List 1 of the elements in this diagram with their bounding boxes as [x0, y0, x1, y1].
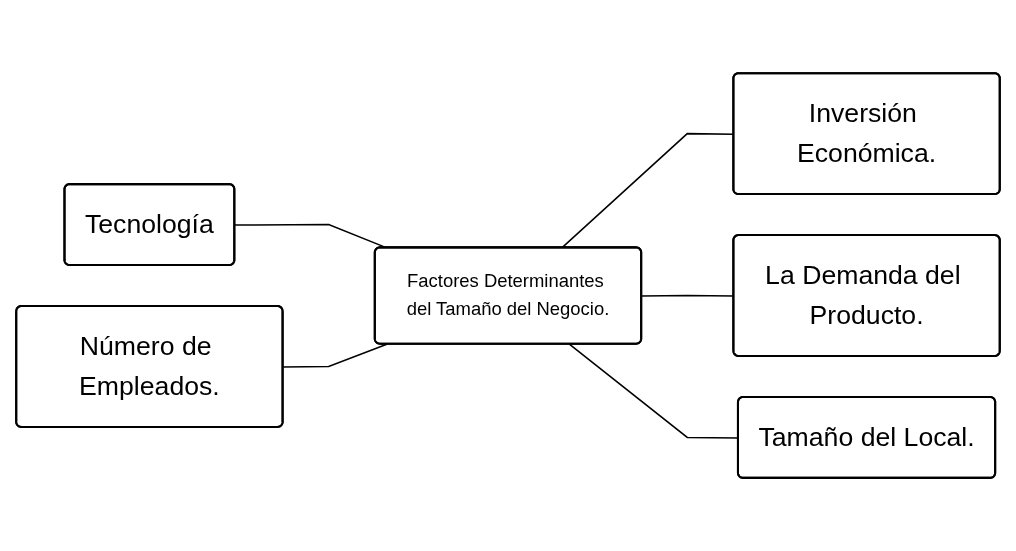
connector	[282, 343, 388, 368]
